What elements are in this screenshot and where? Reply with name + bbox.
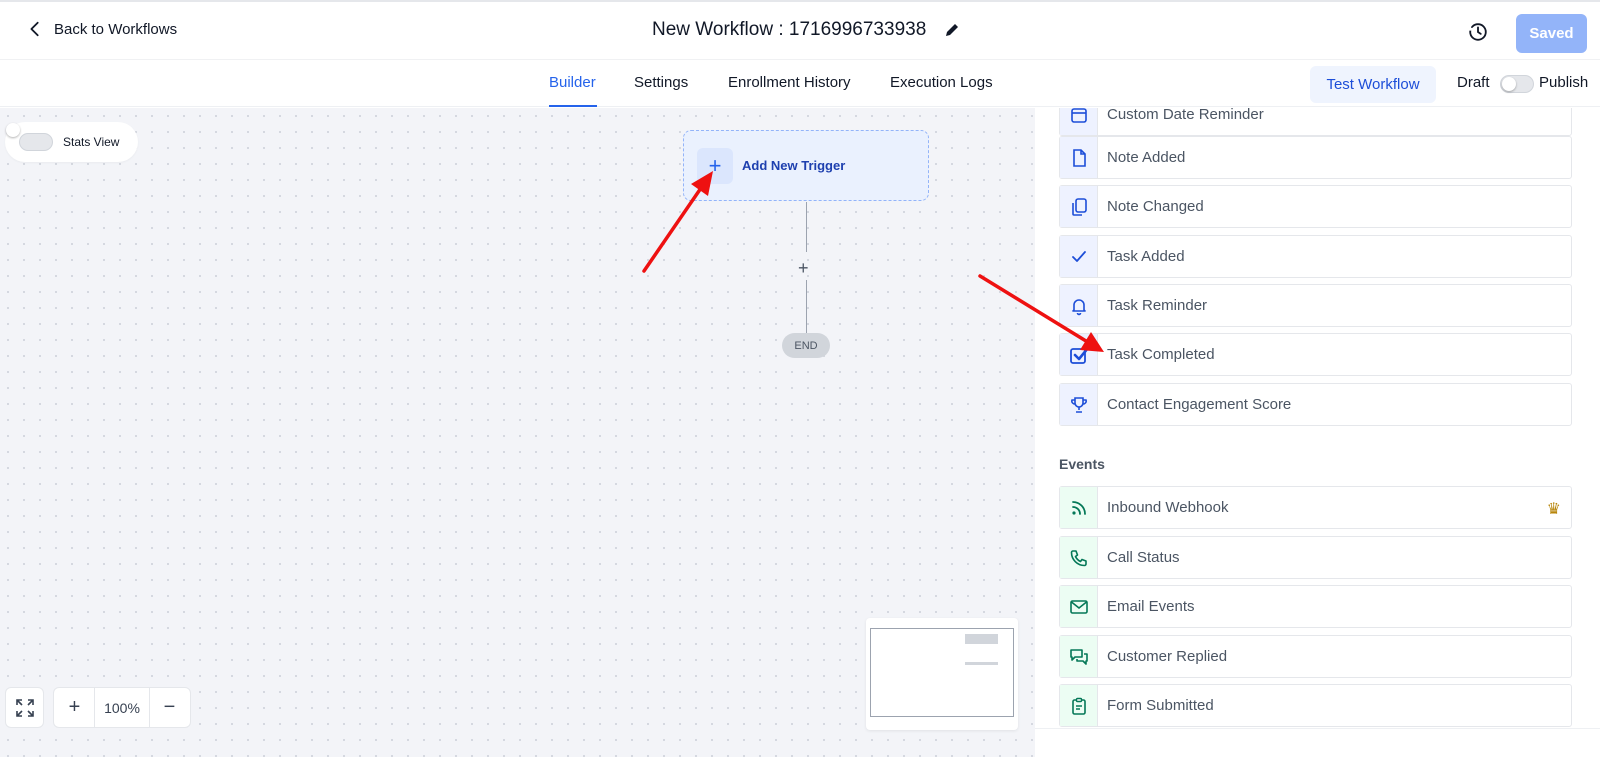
test-workflow-button[interactable]: Test Workflow [1310, 66, 1436, 103]
workflow-title: New Workflow : 1716996733938 [652, 19, 960, 41]
copy-icon [1060, 186, 1098, 227]
trigger-option[interactable]: Task Completed [1059, 333, 1572, 376]
back-to-workflows-link[interactable]: Back to Workflows [26, 20, 177, 38]
mail-icon [1060, 586, 1098, 627]
trigger-option-label: Note Added [1107, 149, 1186, 166]
minimap-node [965, 662, 998, 665]
trigger-option[interactable]: Email Events [1059, 585, 1572, 628]
trophy-icon [1060, 384, 1098, 425]
document-icon [1060, 137, 1098, 178]
connector-line [806, 202, 807, 252]
publish-label: Publish [1539, 74, 1589, 91]
plus-icon[interactable]: + [697, 147, 733, 184]
add-step-button[interactable]: + [798, 258, 809, 278]
trigger-option-label: Note Changed [1107, 198, 1204, 215]
trigger-option-label: Inbound Webhook [1107, 499, 1229, 516]
end-node: END [782, 333, 830, 358]
checkbox-icon [1060, 334, 1098, 375]
pencil-icon[interactable] [944, 22, 960, 38]
trigger-option[interactable]: Task Reminder [1059, 284, 1572, 327]
clipboard-icon [1060, 685, 1098, 726]
bell-icon [1060, 285, 1098, 326]
trigger-option[interactable]: Custom Date Reminder [1059, 108, 1572, 136]
trigger-option[interactable]: Form Submitted [1059, 684, 1572, 727]
tabs-bar: Builder Settings Enrollment History Exec… [0, 60, 1600, 107]
trigger-option[interactable]: Contact Engagement Score [1059, 383, 1572, 426]
stats-view-control: Stats View [5, 122, 138, 162]
trigger-option-label: Contact Engagement Score [1107, 396, 1292, 413]
chevron-left-icon [30, 21, 39, 37]
trigger-option-label: Custom Date Reminder [1107, 108, 1264, 123]
rss-icon [1060, 487, 1098, 528]
trigger-option[interactable]: Customer Replied [1059, 635, 1572, 678]
calendar-icon [1060, 108, 1098, 135]
trigger-option-label: Task Added [1107, 248, 1185, 265]
trigger-option[interactable]: Note Changed [1059, 185, 1572, 228]
saved-button[interactable]: Saved [1516, 14, 1587, 53]
connector-line [806, 280, 807, 333]
minimap-node [965, 634, 998, 644]
minimap[interactable] [866, 618, 1018, 730]
zoom-in-button[interactable]: + [68, 696, 81, 718]
chat-icon [1060, 636, 1098, 677]
publish-toggle[interactable] [1500, 75, 1534, 93]
history-icon[interactable] [1467, 21, 1489, 43]
top-bar: Back to Workflows New Workflow : 1716996… [0, 0, 1600, 60]
crown-icon: ♛ [1546, 501, 1561, 518]
tab-enrollment-history[interactable]: Enrollment History [728, 74, 851, 91]
trigger-option-label: Task Completed [1107, 346, 1215, 363]
workflow-canvas[interactable]: Stats View + Add New Trigger + END + 100… [0, 108, 1035, 757]
stats-view-toggle[interactable] [19, 133, 53, 151]
trigger-list-panel[interactable]: Custom Date Reminder Note Added Note Cha… [1035, 108, 1600, 757]
trigger-option[interactable]: Call Status [1059, 536, 1572, 579]
panel-footer [1035, 728, 1600, 757]
events-heading: Events [1059, 456, 1105, 472]
draft-label: Draft [1457, 74, 1490, 91]
trigger-option[interactable]: Note Added [1059, 136, 1572, 179]
add-new-trigger-label: Add New Trigger [742, 158, 846, 173]
expand-icon [15, 698, 34, 717]
trigger-option[interactable]: Task Added [1059, 235, 1572, 278]
back-label: Back to Workflows [54, 20, 178, 38]
fit-view-button[interactable] [5, 687, 44, 728]
tab-execution-logs[interactable]: Execution Logs [890, 74, 993, 91]
active-tab-indicator [549, 105, 597, 107]
phone-icon [1060, 537, 1098, 578]
trigger-option-label: Form Submitted [1107, 697, 1214, 714]
check-icon [1060, 236, 1098, 277]
zoom-level: 100% [94, 688, 150, 727]
add-new-trigger-node[interactable]: + Add New Trigger [683, 130, 929, 201]
workflow-title-text: New Workflow : 1716996733938 [652, 19, 927, 40]
stats-view-label: Stats View [63, 135, 120, 149]
tab-settings[interactable]: Settings [634, 74, 689, 91]
trigger-option[interactable]: Inbound Webhook ♛ [1059, 486, 1572, 529]
trigger-option-label: Task Reminder [1107, 297, 1208, 314]
tab-builder[interactable]: Builder [549, 74, 596, 91]
minimap-viewport [870, 628, 1014, 717]
trigger-option-label: Email Events [1107, 598, 1195, 615]
zoom-controls: + 100% − [53, 687, 191, 728]
zoom-out-button[interactable]: − [163, 696, 176, 718]
trigger-option-label: Customer Replied [1107, 648, 1228, 665]
trigger-option-label: Call Status [1107, 549, 1180, 566]
